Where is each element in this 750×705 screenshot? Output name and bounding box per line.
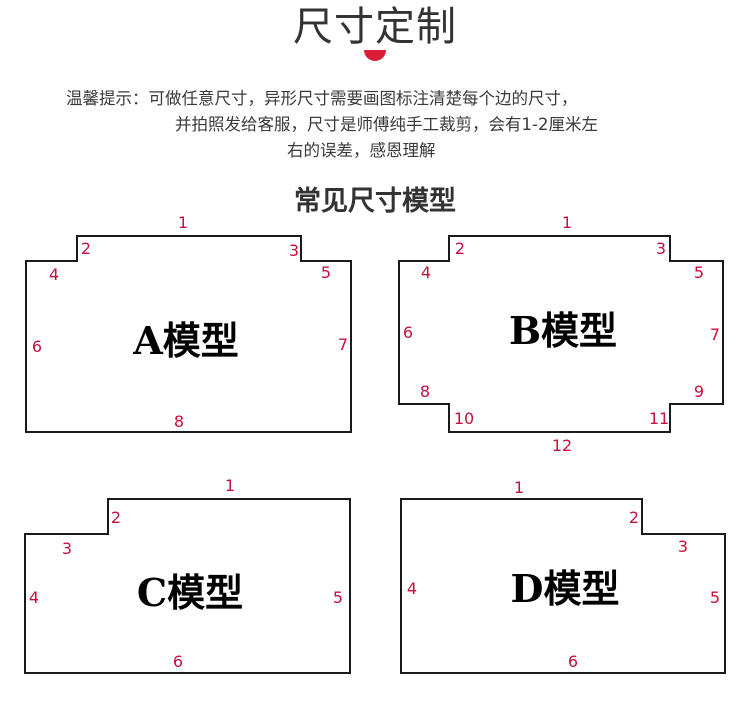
model-a-edge-1: 1 bbox=[178, 213, 188, 232]
title-accent-dot bbox=[364, 50, 386, 61]
model-b-edge-5: 5 bbox=[694, 263, 704, 282]
model-d-outline bbox=[400, 498, 726, 674]
model-b-edge-6: 6 bbox=[403, 323, 413, 342]
page-title: 尺寸定制 bbox=[293, 4, 457, 50]
model-a-edge-6: 6 bbox=[32, 337, 42, 356]
model-c-outline bbox=[24, 498, 351, 674]
model-c-edge-4: 4 bbox=[29, 588, 39, 607]
model-a-label: A模型 bbox=[132, 318, 238, 363]
section-subtitle: 常见尺寸模型 bbox=[294, 186, 456, 217]
model-c-edge-2: 2 bbox=[111, 508, 121, 527]
model-a-edge-3: 3 bbox=[289, 241, 299, 260]
model-b-edge-3: 3 bbox=[656, 239, 666, 258]
model-a-outline bbox=[25, 235, 352, 433]
model-b-edge-10: 10 bbox=[454, 409, 474, 428]
model-b-edge-9: 9 bbox=[694, 382, 704, 401]
model-b-edge-1: 1 bbox=[562, 213, 572, 232]
model-d-edge-3: 3 bbox=[678, 537, 688, 556]
model-c-label: C模型 bbox=[137, 570, 243, 615]
model-b-edge-12: 12 bbox=[552, 436, 572, 455]
notice-line-2: 并拍照发给客服，尺寸是师傅纯手工裁剪，会有1-2厘米左 bbox=[175, 115, 598, 134]
model-b-outline bbox=[398, 235, 724, 433]
model-c-edge-1: 1 bbox=[225, 476, 235, 495]
model-b-edge-8: 8 bbox=[420, 382, 430, 401]
model-b: B模型 1 2 3 4 5 6 7 8 9 10 11 12 bbox=[398, 213, 724, 455]
model-a-edge-7: 7 bbox=[338, 335, 348, 354]
model-d-edge-6: 6 bbox=[568, 652, 578, 671]
model-c-edge-5: 5 bbox=[333, 588, 343, 607]
model-d-label: D模型 bbox=[511, 566, 620, 611]
model-a-edge-2: 2 bbox=[81, 239, 91, 258]
model-b-edge-4: 4 bbox=[421, 263, 431, 282]
model-d-edge-4: 4 bbox=[407, 579, 417, 598]
model-b-edge-11: 11 bbox=[649, 409, 669, 428]
model-d-edge-2: 2 bbox=[629, 508, 639, 527]
model-b-edge-2: 2 bbox=[455, 239, 465, 258]
model-d-edge-1: 1 bbox=[514, 478, 524, 497]
model-a-edge-5: 5 bbox=[321, 263, 331, 282]
model-a-edge-4: 4 bbox=[49, 265, 59, 284]
model-b-edge-7: 7 bbox=[710, 325, 720, 344]
notice-line-3: 右的误差，感恩理解 bbox=[287, 141, 436, 160]
model-b-label: B模型 bbox=[509, 308, 617, 353]
model-c-edge-6: 6 bbox=[173, 652, 183, 671]
model-d: D模型 1 2 3 4 5 6 bbox=[400, 478, 726, 674]
model-c: C模型 1 2 3 4 5 6 bbox=[24, 476, 351, 674]
model-d-edge-5: 5 bbox=[710, 588, 720, 607]
model-a-edge-8: 8 bbox=[174, 412, 184, 431]
model-c-edge-3: 3 bbox=[62, 539, 72, 558]
notice-line-1: 温馨提示：可做任意尺寸，异形尺寸需要画图标注清楚每个边的尺寸， bbox=[66, 89, 578, 108]
model-a: A模型 1 2 3 4 5 6 7 8 bbox=[25, 213, 352, 433]
